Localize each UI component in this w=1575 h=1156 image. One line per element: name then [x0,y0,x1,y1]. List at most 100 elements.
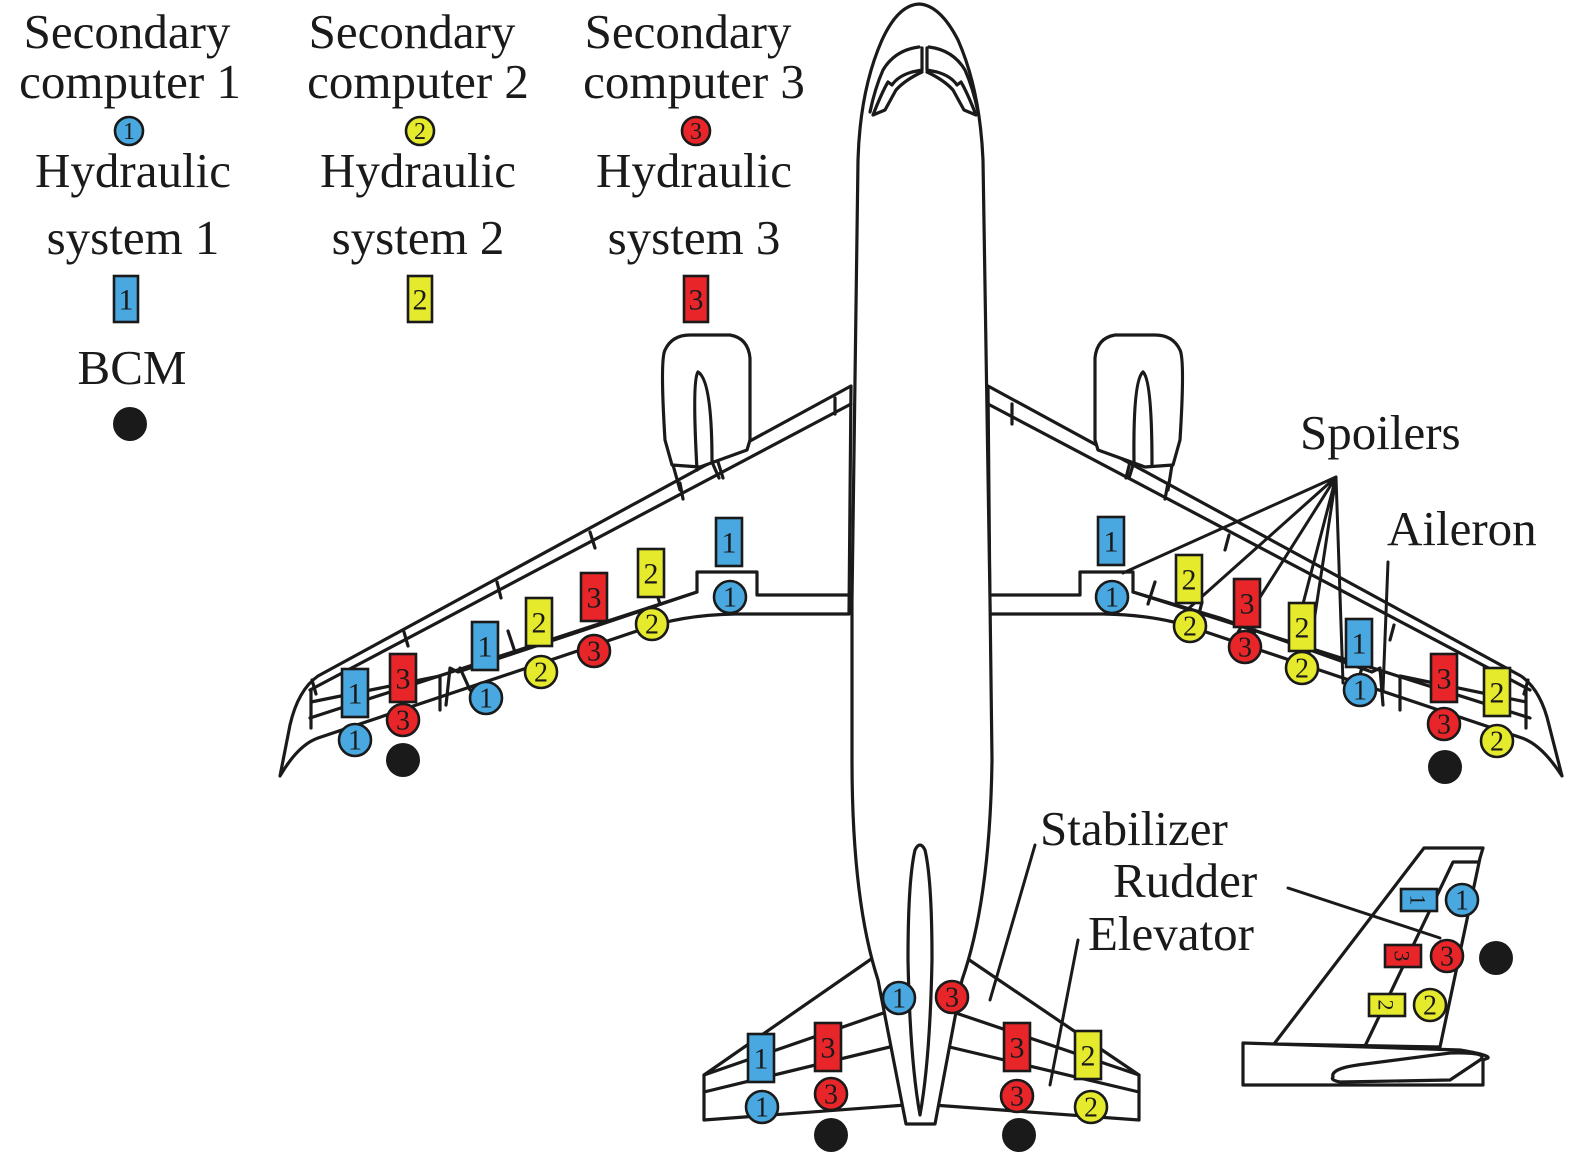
computer-circle-2 [1284,650,1320,686]
computer-number: 3 [587,637,601,668]
stabilizer-label: Stabilizer [1040,801,1228,856]
left-slat-divider [402,630,410,648]
left-spoiler-hinge [308,590,699,720]
computer-circle-3 [576,633,612,669]
computer-circle-3 [680,115,712,147]
hydraulic-number: 2 [1295,612,1310,645]
computer-circle-1 [881,980,917,1016]
computer-number: 2 [1295,654,1309,685]
hydraulic-number: 3 [689,284,704,317]
computer-number: 1 [1353,676,1367,707]
right-stabilizer-line [945,1008,1141,1077]
hydraulic-rect-2 [1482,666,1512,718]
computer-circle-1 [337,722,373,758]
left-spoiler-divider [458,666,472,692]
hydraulic-number: 1 [1352,628,1367,661]
hydraulic-system-marker: 2 [406,274,434,324]
legend-computer-3-line2: computer 3 [583,54,805,109]
bcm-dot [113,407,147,441]
hydraulic-number: 1 [754,1043,769,1076]
secondary-computer-marker: 1 [744,1089,780,1125]
hydraulic-rect-3 [388,652,418,704]
left-aileron-box [309,674,442,730]
hydraulic-system-marker: 1 [112,274,140,324]
left-spoiler-divider [506,629,517,654]
secondary-computer-marker: 2 [634,606,670,642]
hydraulic-system-marker: 2 [1367,992,1407,1018]
legend-hydraulic-1-line2: system 1 [47,210,220,265]
hydraulic-rect-3 [1232,577,1262,629]
secondary-computer-marker: 3 [576,633,612,669]
left-engine-pylon [693,370,714,472]
hydraulic-number: 1 [722,527,737,560]
computer-number: 3 [824,1080,838,1111]
legend-hydraulic-2-line2: system 2 [332,210,505,265]
hydraulic-number: 2 [644,558,659,591]
computer-number: 1 [1455,886,1469,917]
hydraulic-number: 3 [1010,1032,1025,1065]
hydraulic-rect-1 [470,620,500,672]
computer-number: 3 [1440,942,1454,973]
secondary-computer-marker: 2 [404,115,436,147]
hydraulic-number: 3 [821,1032,836,1065]
callout-leaders [988,475,1442,1087]
spoilers-leader [1121,475,1345,685]
hydraulic-system-marker: 2 [636,547,666,599]
hydraulic-number: 3 [1240,588,1255,621]
hydraulic-system-marker: 2 [1287,601,1317,653]
rudder-hinge-line [1363,860,1480,1048]
computer-number: 1 [1105,583,1119,614]
computer-circle-1 [744,1089,780,1125]
secondary-computer-marker: 3 [1227,629,1263,665]
computer-number: 3 [1238,633,1252,664]
legend: Secondary computer 1 Secondary computer … [19,4,805,395]
hydraulic-number: 2 [1081,1040,1096,1073]
stabilizer-leader [988,843,1037,1002]
computer-circle-1 [1094,579,1130,615]
left-stabilizer-line [702,1008,894,1077]
hydraulic-rect-2 [1174,553,1204,605]
computer-circle-2 [634,606,670,642]
legend-computer-2-line2: computer 2 [307,54,529,109]
legend-hydraulic-1-line1: Hydraulic [35,143,231,198]
hydraulic-number: 2 [413,284,428,317]
computer-circle-3 [999,1078,1035,1114]
secondary-computer-marker: 1 [1444,882,1480,918]
secondary-computer-marker: 3 [385,702,421,738]
computer-circle-2 [1479,723,1515,759]
tail-stabilizer-profile [1330,1051,1484,1084]
left-slat-divider [678,481,685,501]
hydraulic-rect-1 [340,667,370,719]
computer-number: 2 [645,610,659,641]
computer-circle-2 [1073,1089,1109,1125]
hydraulic-number: 2 [1374,1000,1399,1011]
legend-bcm-label: BCM [78,340,187,395]
hydraulic-system-marker: 1 [340,667,370,719]
computer-number: 2 [414,119,426,145]
hydraulic-number: 3 [587,582,602,615]
hydraulic-system-marker: 1 [470,620,500,672]
left-slat-divider [310,678,318,696]
hydraulic-number: 2 [1182,564,1197,597]
computer-circle-2 [1412,987,1448,1023]
right-engine-pylon [1132,370,1154,467]
left-wing-leading-edge-slat [308,402,853,692]
hydraulic-rect-3 [1429,652,1459,704]
bcm-marker [386,743,420,777]
computer-circle-2 [1172,608,1208,644]
hydraulic-rect-1 [1344,617,1374,669]
computer-number: 1 [755,1093,769,1124]
computer-number: 2 [1183,612,1197,643]
secondary-computer-marker: 3 [1429,938,1465,974]
hydraulic-system-marker: 3 [579,571,609,623]
callout-labels: Spoilers Aileron Stabilizer Rudder Eleva… [1040,405,1537,961]
hydraulic-system-marker: 3 [1383,943,1423,969]
computer-number: 1 [123,119,135,145]
computer-number: 2 [1490,727,1504,758]
computer-circle-3 [385,702,421,738]
right-horizontal-stabilizer [931,953,1141,1122]
secondary-computer-marker: 2 [1172,608,1208,644]
left-horizontal-stabilizer [702,953,908,1122]
aileron-label: Aileron [1387,501,1537,556]
